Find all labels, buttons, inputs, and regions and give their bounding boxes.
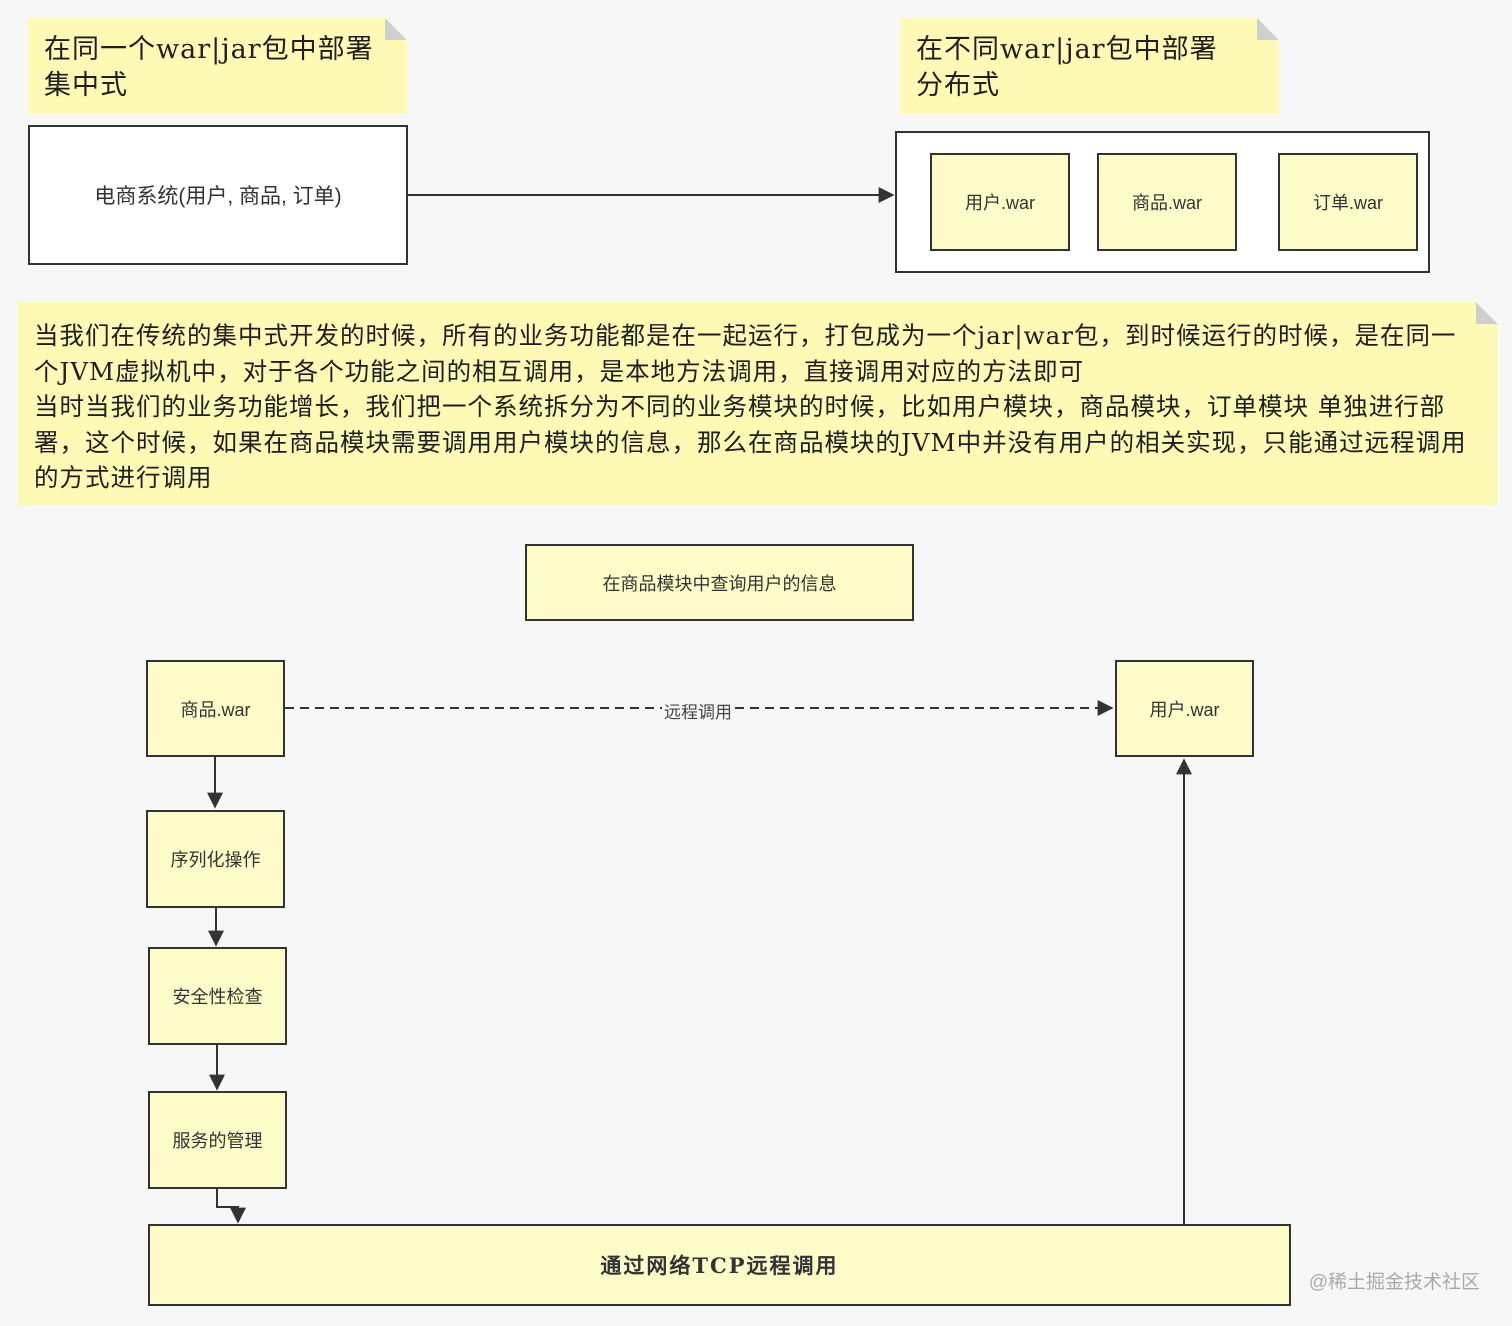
network-tcp-box: 通过网络TCP远程调用	[148, 1224, 1291, 1306]
source-product-box: 商品.war	[146, 660, 285, 757]
step-serialize-box: 序列化操作	[146, 810, 285, 908]
step-security-box: 安全性检查	[148, 947, 287, 1045]
distributed-note-text: 在不同war|jar包中部署 分布式	[916, 34, 1218, 101]
watermark: @稀土掘金技术社区	[1308, 1272, 1480, 1293]
flow-title-box: 在商品模块中查询用户的信息	[525, 544, 914, 621]
centralized-note-text: 在同一个war|jar包中部署 集中式	[44, 34, 374, 101]
target-user-box: 用户.war	[1115, 660, 1254, 757]
step-manage-box: 服务的管理	[148, 1091, 287, 1189]
remote-call-label: 远程调用	[662, 698, 734, 723]
arrow-to-network	[216, 1189, 246, 1224]
explanation-text: 当我们在传统的集中式开发的时候，所有的业务功能都是在一起运行，打包成为一个jar…	[34, 321, 1467, 492]
module-order-box: 订单.war	[1278, 153, 1418, 251]
module-user-box: 用户.war	[930, 153, 1070, 251]
centralized-note: 在同一个war|jar包中部署 集中式	[28, 18, 407, 114]
module-product-box: 商品.war	[1097, 153, 1237, 251]
explanation-note: 当我们在传统的集中式开发的时候，所有的业务功能都是在一起运行，打包成为一个jar…	[18, 302, 1498, 505]
distributed-note: 在不同war|jar包中部署 分布式	[900, 18, 1279, 114]
monolith-box: 电商系统(用户, 商品, 订单)	[28, 125, 408, 265]
